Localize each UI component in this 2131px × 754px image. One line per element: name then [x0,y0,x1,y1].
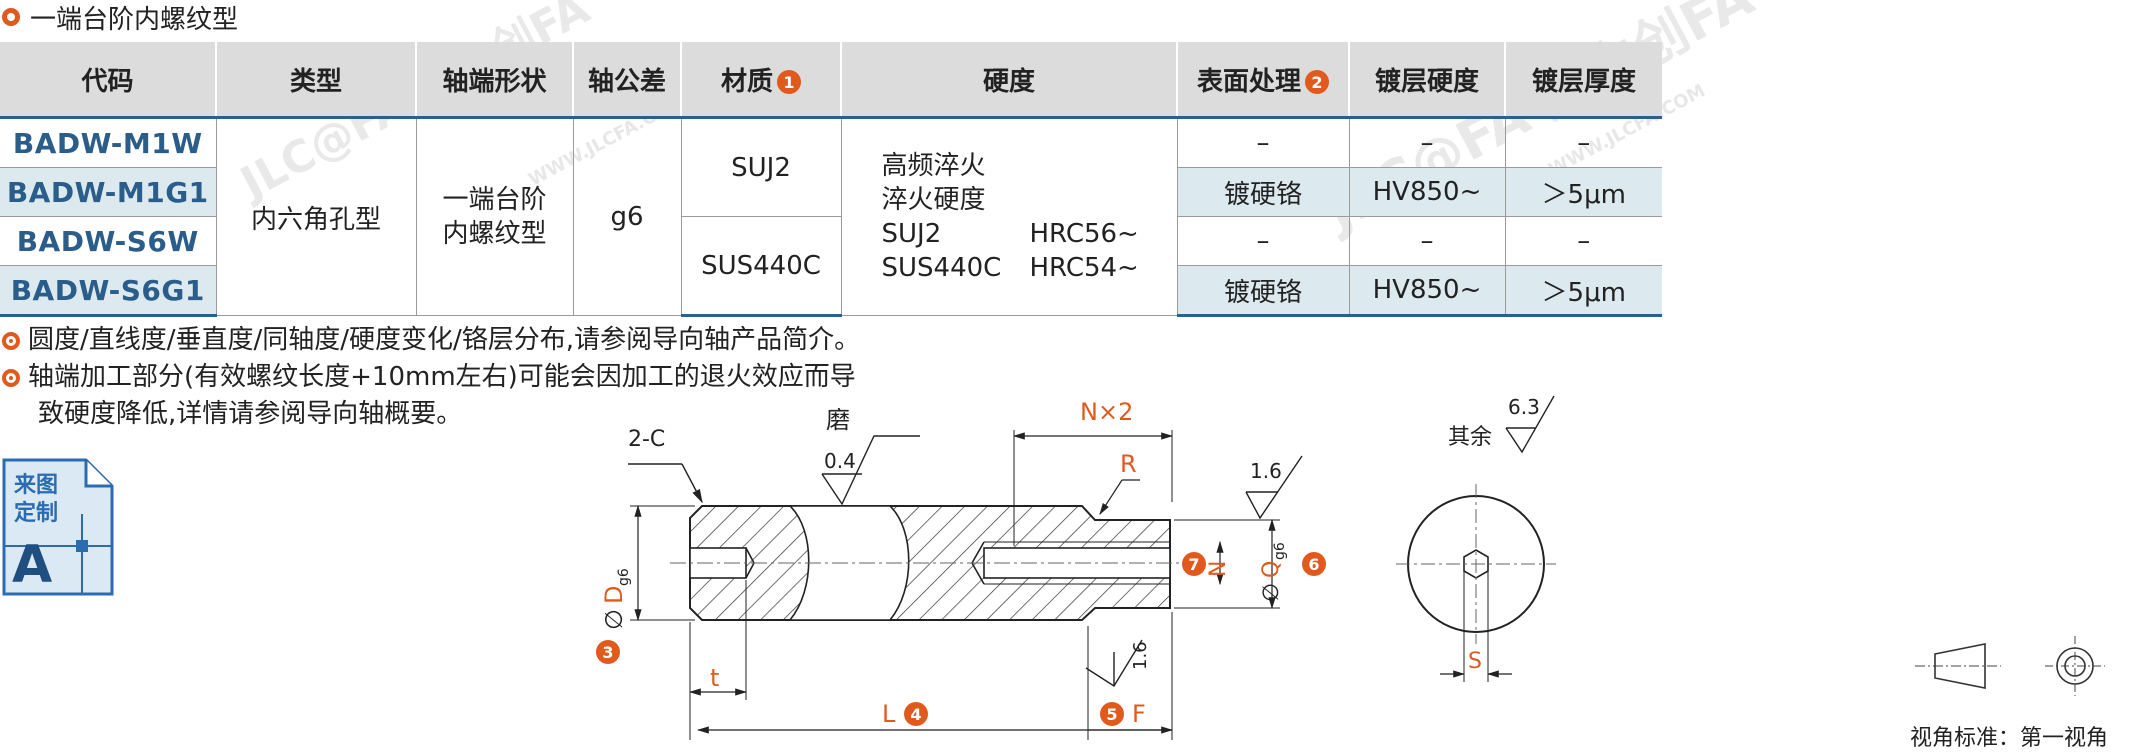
badge-7: 7 [1188,555,1199,574]
section-title: 一端台阶内螺纹型 [2,0,239,35]
n-label: N [1206,561,1231,577]
grind-value: 0.4 [824,449,856,473]
product-code[interactable]: BADW-M1G1 [0,167,217,217]
bullet-icon [2,331,20,350]
q-sub: g6 [1272,542,1288,560]
custom-label: 定制 [14,500,58,526]
l-label: L [882,700,896,728]
surface-cell: 镀硬铬 [1177,265,1350,317]
plating-thickness-cell: ＞5μm [1505,167,1662,217]
tolerance-cell: g6 [573,117,682,316]
projection-label: 视角标准：第一视角 [1910,726,2109,751]
note-continuation: 致硬度降低,详情请参阅导向轴概要。 [38,399,463,429]
surface-cell: 镀硬铬 [1177,167,1350,217]
badge-4: 4 [910,705,921,724]
header-code: 代码 [0,42,217,118]
plating-hardness-cell: HV850~ [1349,167,1506,217]
custom-drawing-badge[interactable]: 来图 定制 A [2,458,114,596]
r-label: R [1120,450,1137,478]
surface-roughness-bottom: 1.6 [1130,641,1151,670]
custom-letter: A [12,535,52,595]
header-plating-hardness: 镀层硬度 [1349,42,1506,118]
surface-roughness: 1.6 [1250,459,1282,483]
header-hardness: 硬度 [841,42,1178,118]
circle-bullet-icon [2,8,20,26]
bullet-icon [2,368,20,387]
note-badge: 1 [777,70,801,94]
page-title: 一端台阶内螺纹型 [30,4,239,35]
note-item: 圆度/直线度/垂直度/同轴度/硬度变化/铬层分布,请参阅导向轴产品简介。 [2,322,860,359]
header-shaft-end: 轴端形状 [416,42,574,118]
rest-value: 6.3 [1508,395,1540,419]
plating-hardness-cell: – [1349,117,1506,168]
first-angle-projection-icon [1915,636,2105,696]
product-code[interactable]: BADW-S6W [0,216,217,266]
surface-cell: – [1177,216,1350,266]
rest-label: 其余 [1448,425,1492,450]
n-times-label: N×2 [1080,398,1133,426]
material-cell: SUS440C [681,216,842,317]
shaft-end-cell: 一端台阶内螺纹型 [416,117,574,316]
type-cell: 内六角孔型 [216,117,417,316]
surface-cell: – [1177,117,1350,168]
d-label: D [600,586,628,604]
plating-hardness-cell: HV850~ [1349,265,1506,317]
badge-5: 5 [1106,705,1117,724]
material-cell: SUJ2 [681,117,842,217]
svg-text:∅: ∅ [600,609,628,630]
product-code[interactable]: BADW-M1W [0,117,217,168]
product-code[interactable]: BADW-S6G1 [0,265,217,317]
plating-thickness-cell: – [1505,117,1662,168]
plating-hardness-cell: – [1349,216,1506,266]
custom-label: 来图 [13,473,58,498]
table-row: BADW-S6W SUS440C – – – [0,216,1662,317]
notes: 圆度/直线度/垂直度/同轴度/硬度变化/铬层分布,请参阅导向轴产品简介。 轴端加… [2,322,860,433]
d-sub: g6 [616,568,632,586]
note-badge: 2 [1305,70,1329,94]
plating-thickness-cell: – [1505,216,1662,266]
plating-thickness-cell: ＞5μm [1505,265,1662,317]
f-label: F [1132,700,1146,728]
grind-label: 磨 [826,406,850,434]
chamfer-label: 2-C [628,427,665,452]
t-label: t [710,664,719,692]
header-plating-thickness: 镀层厚度 [1505,42,1662,118]
svg-text:∅: ∅ [1259,583,1284,602]
header-type: 类型 [216,42,417,118]
table-row: BADW-S6G1 镀硬铬 HV850~ ＞5μm [0,265,1662,317]
table-row: BADW-M1G1 镀硬铬 HV850~ ＞5μm [0,167,1662,217]
note-item: 轴端加工部分(有效螺纹长度+10mm左右)可能会因加工的退火效应而导 [2,359,860,396]
table-row: BADW-M1W 内六角孔型 一端台阶内螺纹型 g6 SUJ2 高频淬火 淬火硬… [0,117,1662,316]
s-label: S [1468,649,1482,674]
q-label: Q [1259,561,1284,578]
technical-drawing: 2-C 磨 0.4 N×2 R 1.6 ∅ D g6 3 N 7 ∅ Q g6 … [596,395,1556,740]
badge-3: 3 [602,643,613,662]
badge-6: 6 [1308,555,1319,574]
header-tolerance: 轴公差 [573,42,682,118]
